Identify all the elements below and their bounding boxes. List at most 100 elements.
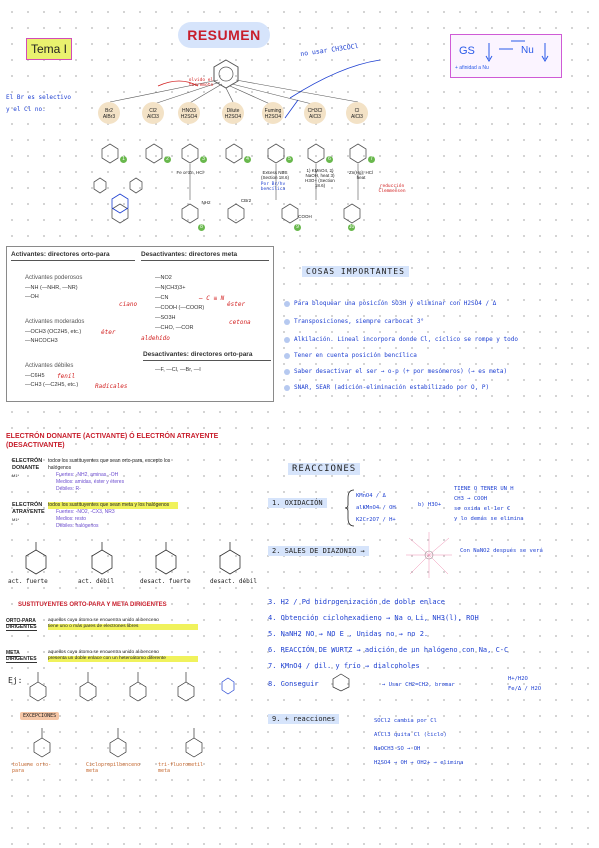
ortopara-examples-icon [29,672,235,702]
tema-label: Tema I [26,38,72,60]
mol-label: act. fuerte [8,578,48,585]
zn-hg-label: Zn(Hg), HCl heat [348,170,373,180]
product-number: 1 [120,156,127,163]
product-number: 3 [200,156,207,163]
orto-para-meta-title: SUSTITUYENTES ORTO-PARA Y META DIRIGENTE… [18,602,167,608]
eter-annotation: éter [101,329,116,336]
meta-label: META DIRIGENTES [6,650,37,663]
reaction-9: 9. + reacciones [268,714,340,724]
affinity-label: + afinidad a Nu [455,65,489,71]
cosa-item: Saber desactivar el ser → o-p (+ por mes… [284,368,507,375]
reaction-1-note: TIENE Q TENER UN H CH3 → COOH se oxida e… [454,486,524,522]
reaction-8: 8. Conseguir [268,680,319,688]
activ-header: Activantes: directores orto-para [11,251,110,258]
product-number: 8 [198,224,205,231]
debiles-label: Activantes débiles [25,363,74,369]
radicales-annotation: Radicales [95,383,128,390]
resumen-title: RESUMEN [178,22,270,48]
cosa-item: Tener en cuenta posición bencílica [284,352,417,359]
reacciones-title: REACCIONES [288,463,361,475]
group-item: —C6H5 [25,373,45,379]
reaction-1-extra: b) H3O+ [418,502,442,508]
halogens-item: —F, —Cl, —Br, —I [155,367,201,373]
atrayente-text: todos los sustituyentes que sean meta y … [48,502,178,530]
mol-label: desact. débil [210,578,257,585]
cosa-item: Para bloquear una posición SO3H y elimin… [284,300,496,307]
meta-text: aquellos cuyo átomo se encuentra unido a… [48,650,198,662]
product-number: 2 [164,156,171,163]
ester-annotation: éster [227,301,246,308]
excepciones-label: EXCEPCIONES [20,712,60,720]
product-number: 9 [294,224,301,231]
reagent-badge [98,102,120,124]
nu-label: Nu [521,45,534,56]
moderados-label: Activantes moderados [25,319,85,325]
reaction-2-note: Con NaNO2 después se verá [460,548,543,554]
cosa-item: Alkilación. Lineal incorpora donde Cl, c… [284,336,518,343]
product-number: 10 [348,224,355,231]
reaction-7: 7. KMnO4 / dil. y frío → dialcoholes [268,662,420,670]
red-note: olvido el terremoto [188,78,214,88]
deact-header: Desactivantes: directores meta [141,251,238,258]
product-number: 6 [326,156,333,163]
bencilica-note: Por Br/hv bencílica [260,182,286,192]
cetona-annotation: cetona [229,319,251,326]
deact-item: —SO3H [155,315,176,321]
reaction-9-list: SOCl2 cambia por Cl AlCl3 quita Cl (cicl… [374,718,464,766]
reaction-8-right: H+/H2O Fe/Δ / H2O [508,676,542,692]
triple-annotation: — C ≡ N [199,295,225,302]
ej-label: Ej: [8,676,23,685]
br-note-line: El Br es selectivo [6,94,72,101]
reaction-2: 2. SALES DE DIAZONIO → [268,546,369,556]
reaction-6: 6. REACCIÓN DE WURTZ → adición de un hal… [268,646,509,654]
aldehido-annotation: aldehído [141,335,170,342]
excess-nbs-label: Excess NBS (Section 18.6) [260,170,289,180]
gs-label: GS [459,45,475,57]
exceptions-icon [33,728,203,758]
exception-label: Ciclopropilbenceno meta [86,762,141,774]
reaction-5: 5. NaNH2 NO → NO E , Unidas no → no 2. [268,630,429,638]
exception-label: tri-fluorometil meta [158,762,204,774]
fenil-annotation: fenil [57,373,76,380]
deact2-header: Desactivantes: directores orto-para [143,351,253,358]
group-item: —NH (—NHR, —NR) [25,285,78,291]
deact-item: —CN [155,295,169,301]
gs-nu-box: GS Nu + afinidad a Nu [450,34,562,78]
clemmensen-note: reducción Clemmensen [378,184,406,194]
brace-icon [344,489,355,527]
cosa-item: Transposiciones, siempre carbocat 3° [284,318,424,325]
product-number: 5 [286,156,293,163]
group-item: —OCH3 (OC2H5, etc.) [25,329,82,335]
cosa-item: SNAR, SEAR (adición-eliminación estabili… [284,384,489,391]
orto-para-text: aquellos cuyo átomo se encuentra unido a… [48,618,198,630]
product-number: 4 [244,156,251,163]
benzene-hub-icon [93,59,381,224]
product-number: 7 [368,156,375,163]
mol-label: desact. fuerte [140,578,191,585]
mol-label: act. débil [78,578,115,585]
no-usar-note: no usar CH3COCl [299,41,359,59]
group-item: —NHCOCH3 [25,338,58,344]
group-item: —CH3 (—C2H5, etc.) [25,382,79,388]
nh2-label: NH2 [201,200,211,205]
fe-hcl-label: Fe or Zn, HCl [176,170,204,175]
reagent-badge [262,102,284,124]
cbr2-label: CBr2 [240,198,252,203]
deact-item: —CHO, —COR [155,325,194,331]
donante-text: todos los sustituyentes que sean orto-pa… [48,458,171,492]
deact-item: —N(CH3)3+ [155,285,186,291]
reagent-badge [346,102,368,124]
diazonium-web-icon [406,532,452,578]
gs-arrows-icon [485,40,549,62]
deact-item: —NO2 [155,275,172,281]
donor-section-title: ELECTRÓN DONANTE (ACTIVANTE) Ó ELECTRÓN … [6,433,219,449]
br-note-line: y el Cl no. [6,106,46,113]
reagent-badge [142,102,164,124]
